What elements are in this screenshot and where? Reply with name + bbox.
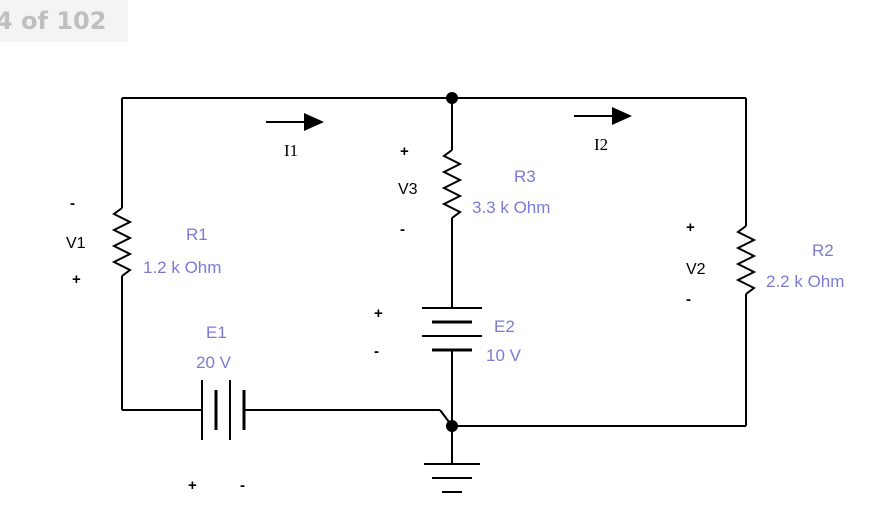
r2-value: 2.2 k Ohm [766, 272, 844, 291]
e2-plus: + [374, 305, 383, 322]
page-counter: 4 of 102 [0, 0, 128, 42]
e2-battery [422, 307, 482, 352]
v1-label: V1 [66, 235, 86, 252]
e2-name: E2 [494, 317, 515, 336]
r1-name: R1 [186, 225, 208, 244]
v1-minus: - [70, 195, 75, 212]
v1-plus: + [72, 271, 81, 288]
e1-name: E1 [206, 323, 227, 342]
e1-minus: - [240, 477, 245, 494]
i1-label: I1 [284, 141, 298, 160]
v2-minus: - [686, 291, 691, 308]
e1-value: 20 V [196, 353, 232, 372]
v3-minus: - [400, 221, 405, 238]
r2-resistor [735, 225, 757, 295]
r3-name: R3 [514, 167, 536, 186]
e1-battery [201, 380, 246, 440]
r1-resistor [111, 207, 133, 277]
e2-value: 10 V [486, 346, 522, 365]
v3-plus: + [400, 143, 409, 160]
ground-symbol [424, 426, 480, 493]
i1-arrow [266, 113, 324, 131]
r3-value: 3.3 k Ohm [472, 198, 550, 217]
i2-label: I2 [594, 135, 608, 154]
v2-plus: + [686, 219, 695, 236]
r2-name: R2 [812, 241, 834, 260]
v2-label: V2 [686, 261, 706, 278]
r3-resistor [441, 149, 463, 219]
top-node [446, 92, 458, 104]
e2-minus: - [374, 343, 379, 360]
v3-label: V3 [398, 181, 418, 198]
r1-value: 1.2 k Ohm [143, 258, 221, 277]
i2-arrow [574, 107, 632, 125]
e1-plus: + [188, 477, 197, 494]
